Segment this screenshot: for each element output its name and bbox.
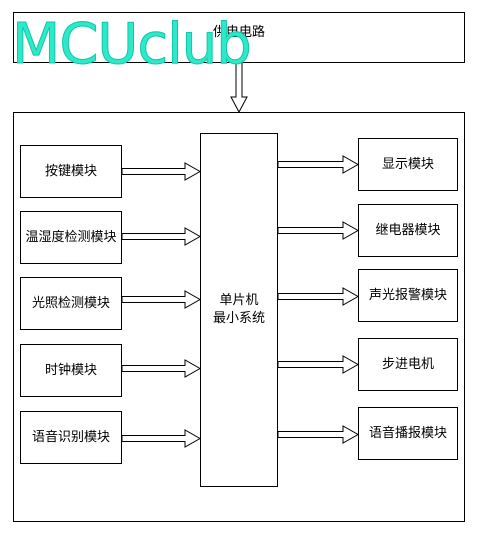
arrow-input-keys — [121, 162, 202, 181]
output-module-label: 步进电机 — [381, 356, 434, 372]
arrow-input-light — [121, 290, 202, 309]
arrow-power-to-system — [230, 62, 248, 114]
mcuclub-watermark: MCUclub — [12, 12, 253, 77]
input-module-clock: 时钟模块 — [20, 344, 122, 397]
mcu-label-line2: 最小系统 — [212, 311, 265, 326]
mcu-box: 单片机 最小系统 — [200, 133, 278, 487]
input-module-label: 按键模块 — [44, 163, 97, 179]
mcu-label-line1: 单片机 — [219, 293, 259, 309]
arrow-output-voice-broadcast — [277, 425, 360, 444]
power-supply-box: 供电电路 — [13, 12, 465, 63]
input-module-label: 语音识别模块 — [31, 429, 110, 445]
input-module-keys: 按键模块 — [20, 145, 122, 198]
output-module-label: 声光报警模块 — [368, 287, 447, 303]
input-module-label: 温湿度检测模块 — [25, 229, 117, 245]
output-module-label: 继电器模块 — [375, 222, 441, 238]
arrow-output-display — [277, 155, 360, 174]
power-supply-label: 供电电路 — [212, 24, 265, 40]
output-module-label: 显示模块 — [381, 156, 434, 172]
output-module-voice-broadcast: 语音播报模块 — [358, 407, 458, 460]
arrow-input-temp-humidity — [121, 227, 202, 246]
input-module-light: 光照检测模块 — [20, 277, 122, 330]
input-module-temp-humidity: 温湿度检测模块 — [20, 211, 122, 264]
arrow-output-stepper-motor — [277, 355, 360, 374]
arrow-input-voice-recognition — [121, 429, 202, 448]
output-module-label: 语音播报模块 — [368, 425, 447, 441]
output-module-display: 显示模块 — [358, 138, 458, 191]
input-module-voice-recognition: 语音识别模块 — [20, 411, 122, 464]
input-module-label: 光照检测模块 — [31, 295, 110, 311]
arrow-output-relay — [277, 221, 360, 240]
arrow-output-sound-light-alarm — [277, 287, 360, 306]
input-module-label: 时钟模块 — [44, 362, 97, 378]
output-module-sound-light-alarm: 声光报警模块 — [358, 269, 458, 322]
output-module-relay: 继电器模块 — [358, 204, 458, 257]
arrow-input-clock — [121, 359, 202, 378]
